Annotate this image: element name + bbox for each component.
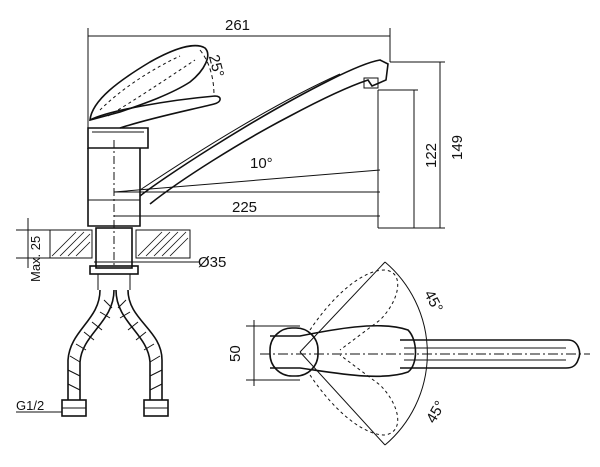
spout-angle-line [113, 169, 381, 193]
side-view: 261 25° 149 122 10° 225 [16, 17, 466, 417]
handle-cap [87, 127, 149, 149]
connector-thread-label: G1/2 [16, 398, 44, 413]
countertop [49, 229, 191, 259]
dim-261-label: 261 [225, 17, 250, 34]
hose-left [67, 289, 101, 400]
swivel-limit-top [299, 261, 386, 353]
handle-lever-shape [89, 44, 209, 122]
top-body [269, 327, 319, 377]
aerator [363, 77, 379, 89]
hose-left-inner [79, 289, 115, 400]
handle-lever-alt-position-2 [107, 59, 196, 117]
spout-swung-up [309, 269, 399, 351]
hose-right-braid [117, 299, 163, 391]
hole-diameter-label: Ø35 [198, 254, 226, 271]
top-spout [400, 339, 581, 369]
swivel-angle-top-label: 45° [420, 287, 446, 315]
top-view: 50 45° 45° [227, 261, 590, 446]
mounting-nut [89, 265, 139, 275]
handle-angle-arc [199, 49, 215, 97]
spout-upper-line [139, 73, 341, 191]
spout-angle-label: 10° [250, 155, 273, 172]
top-handle [270, 324, 417, 378]
dim-225-label: 225 [232, 199, 257, 216]
swivel-limit-bottom [299, 351, 386, 446]
mount-thickness-label: Max. 25 [28, 236, 43, 282]
hose-left-braid [67, 299, 113, 391]
handle-angle-label: 25° [205, 53, 227, 79]
handle-lower-edge [89, 95, 221, 129]
hose-right [127, 289, 163, 400]
spout-swung-down [309, 354, 399, 436]
dim-122-label: 122 [423, 143, 440, 168]
dim-149-label: 149 [449, 135, 466, 160]
mounting-shank [95, 227, 133, 269]
hose-right-inner [115, 289, 151, 400]
spout [139, 59, 389, 205]
handle-lever-alt-position [99, 55, 181, 111]
swivel-angle-bottom-label: 45° [423, 398, 449, 426]
base-width-label: 50 [227, 345, 244, 362]
